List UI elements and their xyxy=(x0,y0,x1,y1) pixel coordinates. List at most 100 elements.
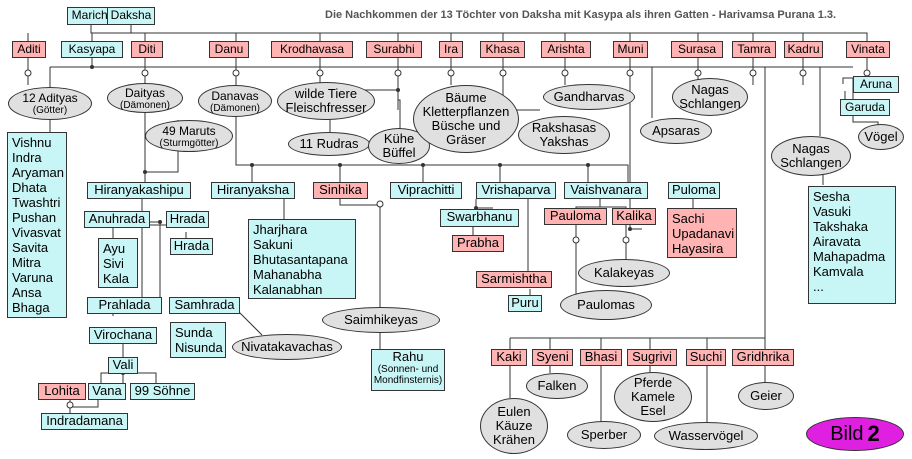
node-baeume[interactable]: Bäume Kletterpflanzen Büsche und Gräser xyxy=(413,85,519,153)
label: Daityas xyxy=(124,85,165,100)
list-item: Kamvala xyxy=(813,264,864,279)
node-virochana[interactable]: Virochana xyxy=(89,327,157,344)
node-vali[interactable]: Vali xyxy=(108,357,138,374)
list-item: Vasuki xyxy=(813,204,852,219)
node-99-soehne[interactable]: 99 Söhne xyxy=(130,383,195,400)
label: Büsche und xyxy=(431,118,501,133)
node-eulen[interactable]: Eulen Käuze Krähen xyxy=(480,398,548,454)
list-item: Upadanavi xyxy=(672,226,735,241)
node-anuhrada[interactable]: Anuhrada xyxy=(84,211,150,228)
list-item: Vivasvat xyxy=(12,225,61,240)
node-wilde-tiere[interactable]: wilde Tiere Fleischfresser xyxy=(277,82,375,120)
node-marichi[interactable]: Marichi xyxy=(67,7,115,25)
node-49-maruts[interactable]: 49 Maruts (Sturmgötter) xyxy=(145,120,233,152)
label: Rakshasas xyxy=(531,120,597,135)
list-item: Vishnu xyxy=(12,135,52,150)
node-prabha[interactable]: Prabha xyxy=(452,235,504,252)
list-item: Hayasira xyxy=(672,241,724,256)
list-item: Ansa xyxy=(12,285,42,300)
node-rahu[interactable]: Rahu (Sonnen- und Mondfinsternis) xyxy=(371,349,445,391)
node-danu[interactable]: Danu xyxy=(209,41,249,58)
node-khasa[interactable]: Khasa xyxy=(480,41,525,58)
label: Kletterpflanzen xyxy=(422,104,510,119)
node-wasservoegel[interactable]: Wasservögel xyxy=(654,422,758,450)
node-hiranyaksha[interactable]: Hiranyaksha xyxy=(211,182,295,199)
node-krodhavasa[interactable]: Krodhavasa xyxy=(271,41,353,58)
node-saimhikeyas[interactable]: Saimhikeyas xyxy=(322,307,440,333)
node-surasa[interactable]: Surasa xyxy=(671,41,723,58)
label: Krähen xyxy=(493,432,535,447)
label: Pferde xyxy=(633,375,673,390)
node-ira[interactable]: Ira xyxy=(439,41,463,58)
node-hrada-2[interactable]: Hrada xyxy=(170,238,213,255)
node-voegel[interactable]: Vögel xyxy=(858,124,904,150)
node-aruna[interactable]: Aruna xyxy=(853,76,899,93)
sublabel: (Dämonen) xyxy=(119,99,171,111)
node-kasyapa[interactable]: Kasyapa xyxy=(61,41,123,58)
node-pferde[interactable]: Pferde Kamele Esel xyxy=(614,372,692,422)
node-syeni[interactable]: Syeni xyxy=(532,349,573,366)
node-vrishaparva[interactable]: Vrishaparva xyxy=(476,182,556,199)
node-kalakeyas[interactable]: Kalakeyas xyxy=(578,259,670,287)
node-arishta[interactable]: Arishta xyxy=(541,41,591,58)
node-nagas-schlangen-1[interactable]: Nagas Schlangen xyxy=(672,78,748,116)
node-rakshasas[interactable]: Rakshasas Yakshas xyxy=(518,116,610,154)
node-bhasi[interactable]: Bhasi xyxy=(580,349,622,366)
node-hiranyakashipu[interactable]: Hiranyakashipu xyxy=(87,182,191,199)
node-pauloma[interactable]: Pauloma xyxy=(544,208,607,225)
node-lohita[interactable]: Lohita xyxy=(38,383,86,400)
list-item: Aryaman xyxy=(12,165,65,180)
label: Fleischfresser xyxy=(285,100,367,115)
node-puru[interactable]: Puru xyxy=(508,295,542,312)
node-hrada-1[interactable]: Hrada xyxy=(166,211,209,228)
node-vaishvanara[interactable]: Vaishvanara xyxy=(564,182,648,199)
node-sinhika[interactable]: Sinhika xyxy=(313,182,368,199)
label: Gräser xyxy=(446,132,486,147)
node-puloma[interactable]: Puloma xyxy=(668,182,720,199)
node-daksha[interactable]: Daksha xyxy=(107,7,155,25)
node-tamra[interactable]: Tamra xyxy=(732,41,776,58)
node-muni[interactable]: Muni xyxy=(613,41,648,58)
node-suchi[interactable]: Suchi xyxy=(686,349,726,366)
node-daityas[interactable]: Daityas (Dämonen) xyxy=(107,83,183,113)
list-item: Mahanabha xyxy=(253,267,322,282)
node-kaki[interactable]: Kaki xyxy=(491,349,527,366)
label: Eulen xyxy=(497,404,531,419)
node-surabhi[interactable]: Surabhi xyxy=(366,41,422,58)
node-prahlada[interactable]: Prahlada xyxy=(87,297,162,314)
node-paulomas[interactable]: Paulomas xyxy=(560,290,652,320)
node-apsaras[interactable]: Apsaras xyxy=(640,118,712,144)
list-item: Varuna xyxy=(12,270,53,285)
node-sugrivi[interactable]: Sugrivi xyxy=(627,349,677,366)
node-samhrada[interactable]: Samhrada xyxy=(169,297,240,314)
sublabel: (Dämonen) xyxy=(209,102,261,114)
label: Nagas xyxy=(691,82,729,97)
node-gandharvas[interactable]: Gandharvas xyxy=(543,84,635,110)
node-viprachitti[interactable]: Viprachitti xyxy=(390,182,462,199)
label: Kühe xyxy=(383,131,415,146)
node-kalika[interactable]: Kalika xyxy=(612,208,656,225)
node-kadru[interactable]: Kadru xyxy=(784,41,823,58)
node-diti[interactable]: Diti xyxy=(131,41,163,58)
list-item: Sunda xyxy=(175,325,213,340)
node-vana[interactable]: Vana xyxy=(88,383,126,400)
node-nagas-schlangen-2[interactable]: Nagas Schlangen xyxy=(771,136,851,176)
node-gridhrika[interactable]: Gridhrika xyxy=(732,349,794,366)
node-vinata[interactable]: Vinata xyxy=(846,41,890,58)
node-falken[interactable]: Falken xyxy=(526,373,588,399)
node-12-adityas[interactable]: 12 Adityas (Götter) xyxy=(8,87,92,120)
list-adityas: Vishnu Indra Aryaman Dhata Twashtri Push… xyxy=(7,132,67,318)
node-geier[interactable]: Geier xyxy=(738,382,794,410)
node-11-rudras[interactable]: 11 Rudras xyxy=(288,132,370,156)
node-garuda[interactable]: Garuda xyxy=(840,99,890,116)
node-swarbhanu[interactable]: Swarbhanu xyxy=(440,209,519,227)
node-indradamana[interactable]: Indradamana xyxy=(41,413,128,430)
list-item: Mitra xyxy=(12,255,41,270)
node-aditi[interactable]: Aditi xyxy=(12,41,46,58)
label: Käuze xyxy=(495,418,533,433)
sublabel: (Götter) xyxy=(32,105,68,116)
node-nivatakavachas[interactable]: Nivatakavachas xyxy=(232,334,342,360)
node-danavas[interactable]: Danavas (Dämonen) xyxy=(198,85,272,117)
node-sperber[interactable]: Sperber xyxy=(567,421,641,449)
node-sarmishtha[interactable]: Sarmishtha xyxy=(476,271,552,288)
